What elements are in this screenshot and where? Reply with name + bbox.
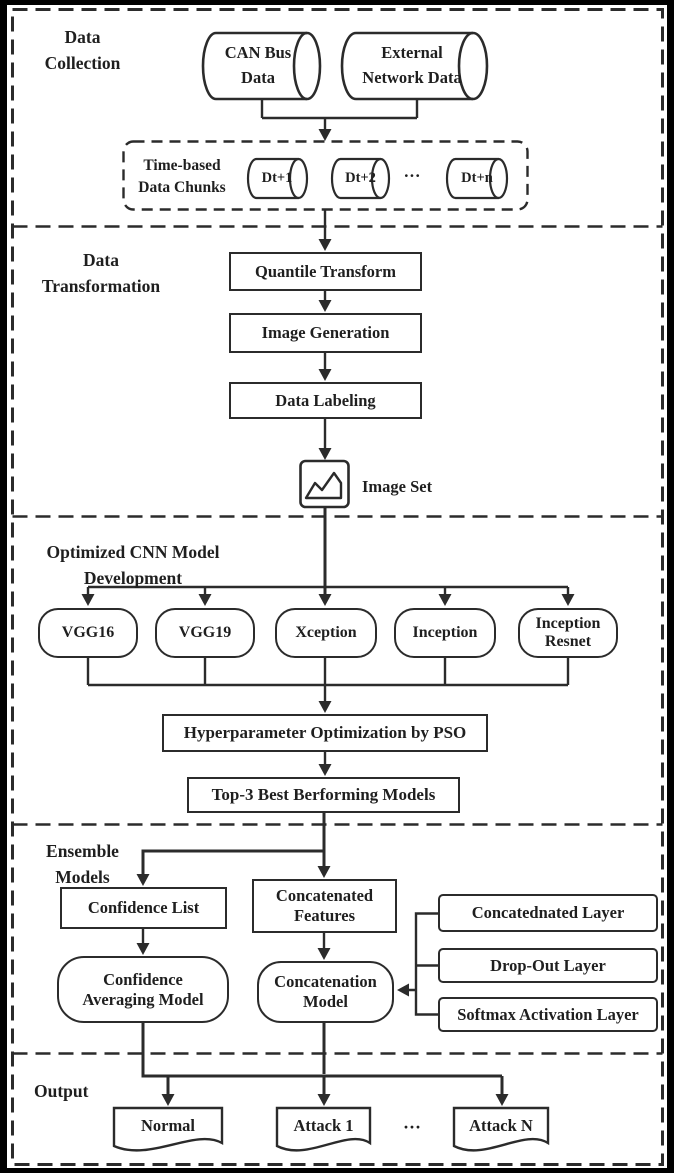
can-bus-data-label: CAN Bus Data xyxy=(224,43,292,87)
external-network-data-label: External Network Data xyxy=(362,43,462,87)
output-attackn-label: Attack N xyxy=(469,1116,533,1135)
node-dropout-layer: Drop-Out Layer xyxy=(438,948,658,983)
node-softmax-activation-layer: Softmax Activation Layer xyxy=(438,997,658,1032)
section-label-cnn-development: Optimized CNN Model Development xyxy=(46,542,220,589)
node-quantile-transform: Quantile Transform xyxy=(229,252,422,291)
node-concatenated-features: Concatenated Features xyxy=(252,879,397,933)
output-attack1-label: Attack 1 xyxy=(293,1116,354,1135)
chunk-dtn-label: Dt+n xyxy=(461,170,493,186)
node-pso-optimization: Hyperparameter Optimization by PSO xyxy=(162,714,488,752)
node-xception: Xception xyxy=(275,608,377,658)
time-chunks-label: Time-based Data Chunks xyxy=(138,157,226,196)
node-inception-resnet: Inception Resnet xyxy=(518,608,618,658)
node-data-labeling: Data Labeling xyxy=(229,382,422,419)
section-label-ensemble-models: Ensemble Models xyxy=(46,841,119,888)
section-label-output: Output xyxy=(34,1081,89,1101)
output-ellipsis: ··· xyxy=(402,1117,421,1137)
image-set-label: Image Set xyxy=(362,477,433,496)
node-confidence-list: Confidence List xyxy=(60,887,227,929)
chunk-dt2-label: Dt+2 xyxy=(345,170,376,186)
section-label-data-transformation: Data Transformation xyxy=(41,250,161,297)
output-normal-label: Normal xyxy=(140,1116,196,1135)
node-top3-models: Top-3 Best Berforming Models xyxy=(187,777,460,813)
node-confidence-averaging-model: Confidence Averaging Model xyxy=(57,956,229,1023)
node-inception: Inception xyxy=(394,608,496,658)
node-concatenation-model: Concatenation Model xyxy=(257,961,394,1023)
chunk-ellipsis: ··· xyxy=(403,166,421,185)
node-image-generation: Image Generation xyxy=(229,313,422,353)
section-label-data-collection: Data Collection xyxy=(44,27,121,74)
chunk-dt1-label: Dt+1 xyxy=(261,170,293,186)
node-vgg16: VGG16 xyxy=(38,608,138,658)
node-vgg19: VGG19 xyxy=(155,608,255,658)
node-concatenated-layer: Concatednated Layer xyxy=(438,894,658,932)
